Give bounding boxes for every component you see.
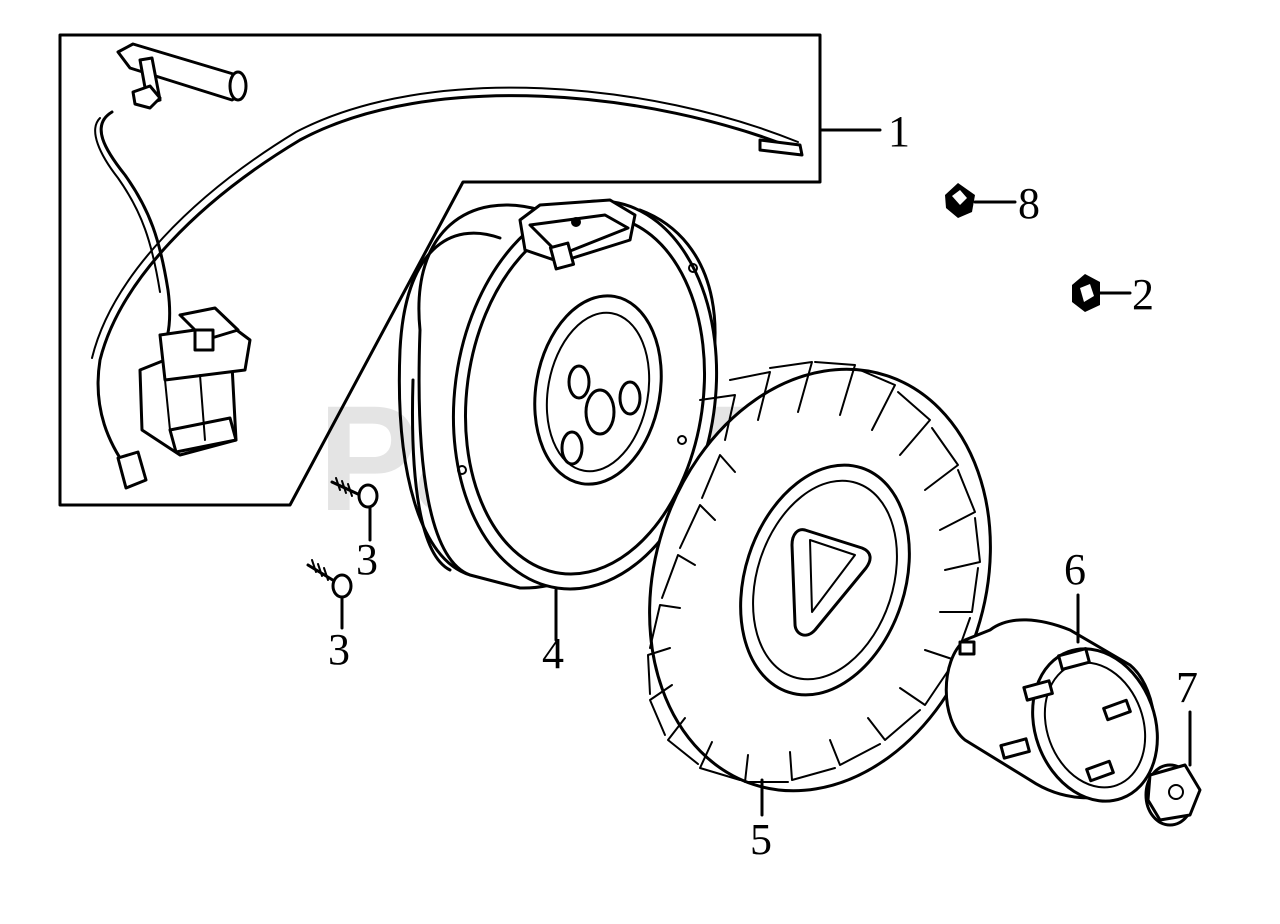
bolt-3-upper [330,477,379,542]
callout-6: 6 [1064,545,1086,594]
nut-2 [1072,274,1132,312]
callout-3-lower: 3 [328,625,350,674]
ignition-coil-group-box [58,33,882,507]
callout-8: 8 [1018,179,1040,228]
starter-cup [944,593,1159,803]
nut-8 [945,183,1017,218]
callout-5: 5 [750,815,772,864]
spark-plug-cap [116,42,248,110]
ignition-coil-body [138,306,252,457]
cooling-fan [647,361,992,817]
bolt-3-lower [306,559,353,630]
ht-lead-wire [99,110,172,347]
callout-7: 7 [1176,663,1198,712]
callout-3-upper: 3 [356,535,378,584]
callout-4: 4 [542,629,564,678]
ground-wire [96,94,800,472]
flywheel [397,198,719,642]
callout-2: 2 [1132,270,1154,319]
callout-1: 1 [888,107,910,156]
flange-nut-7 [1144,710,1202,827]
